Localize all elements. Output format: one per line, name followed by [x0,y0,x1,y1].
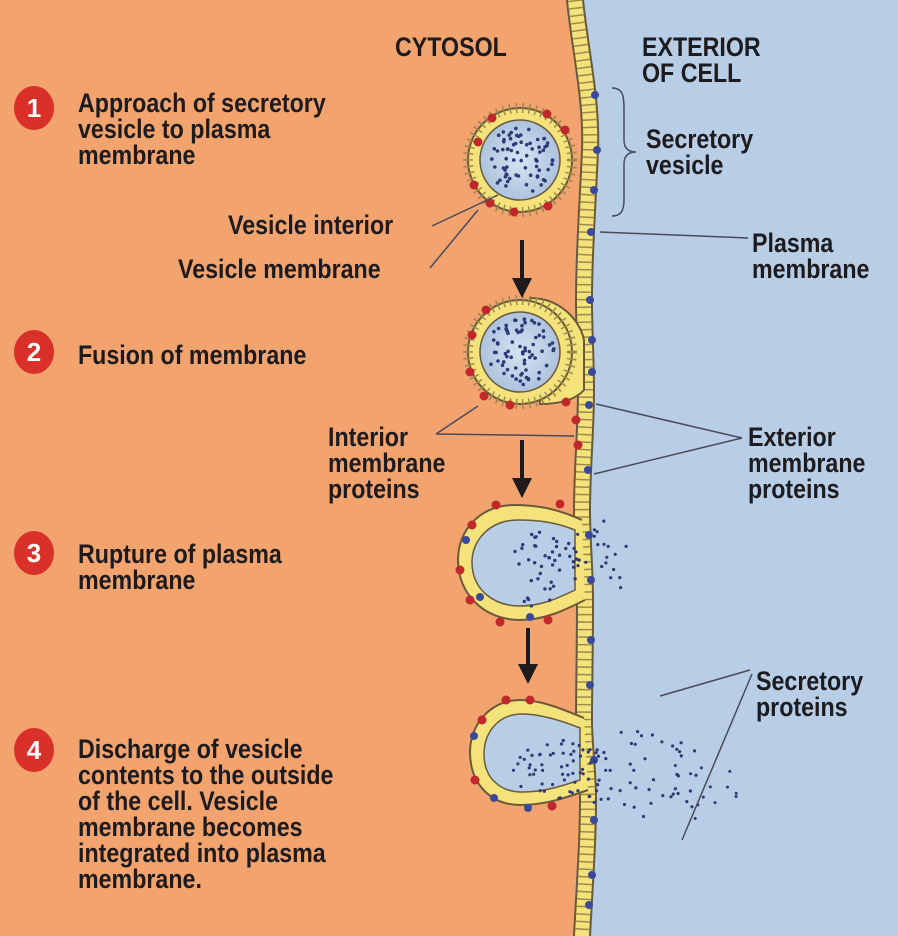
step-2-text: Fusion of membrane [78,342,306,368]
exterior-of-cell-label: EXTERIOR OF CELL [642,34,761,86]
exterior-membrane-proteins-label: Exterior membrane proteins [748,424,865,502]
secretory-vesicle-label: Secretory vesicle [646,126,753,178]
vesicle-membrane-label: Vesicle membrane [178,256,381,282]
step-4-text: Discharge of vesicle contents to the out… [78,736,333,892]
secretory-proteins-label: Secretory proteins [756,668,863,720]
cytosol-label: CYTOSOL [395,34,507,60]
interior-membrane-proteins-label: Interior membrane proteins [328,424,445,502]
step-3-text: Rupture of plasma membrane [78,541,282,593]
step-3-badge-number: 3 [27,538,41,568]
step-2-badge-number: 2 [27,337,41,367]
step-4-badge-number: 4 [27,735,42,765]
step-1-badge-number: 1 [27,93,41,123]
plasma-membrane-label: Plasma membrane [752,230,869,282]
step-1-text: Approach of secretory vesicle to plasma … [78,90,326,168]
vesicle-interior-label: Vesicle interior [228,212,393,238]
